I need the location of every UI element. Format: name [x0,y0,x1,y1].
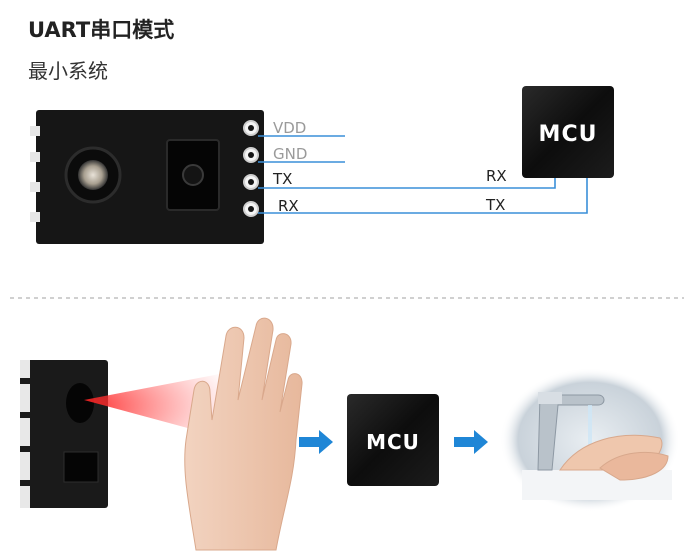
flow-arrow-2 [454,430,488,454]
page-title: UART串口模式 [28,18,175,42]
wire-rx-to-tx [258,178,588,214]
wire-tx-to-rx [258,178,556,189]
faucet-scene-image [500,368,680,512]
hand-image [184,317,303,551]
mcu-pin-label-tx: TX [485,196,505,214]
mcu-chip-bottom: MCU [347,394,439,486]
pin-label-tx: TX [272,170,292,188]
pin-label-vdd: VDD [273,119,306,137]
pin-label-rx: RX [278,197,299,215]
uart-wires [258,135,588,214]
mcu-label-top: MCU [539,122,598,147]
mcu-chip-top: MCU [522,86,614,178]
flow-arrow-1 [299,430,333,454]
sensor-module-side [20,360,108,508]
sensor-module-top [30,110,264,244]
pin-label-gnd: GND [273,145,307,163]
mcu-label-bottom: MCU [366,430,420,454]
page-subtitle: 最小系统 [28,59,108,83]
mcu-pin-label-rx: RX [486,167,507,185]
pin-holes [243,120,259,217]
